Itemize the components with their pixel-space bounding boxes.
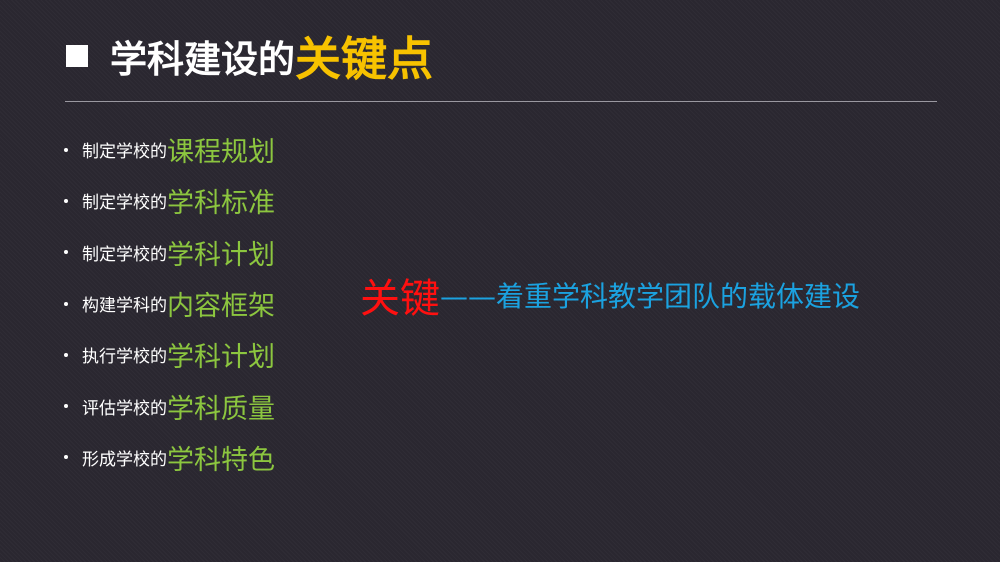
square-bullet-icon <box>66 45 88 67</box>
slide-title: 学科建设的 关键点 <box>66 26 433 86</box>
item-emphasis: 学科计划 <box>167 239 275 271</box>
bullet-icon <box>64 404 68 409</box>
item-prefix: 制定学校的 <box>82 142 167 163</box>
list-item: 制定学校的学科标准 <box>62 175 275 226</box>
title-divider <box>65 101 937 102</box>
item-emphasis: 学科质量 <box>167 393 275 425</box>
list-item: 执行学校的学科计划 <box>62 329 275 380</box>
item-emphasis: 内容框架 <box>167 291 275 323</box>
list-item: 构建学科的内容框架 <box>62 278 275 329</box>
item-emphasis: 课程规划 <box>167 137 275 169</box>
bullet-icon <box>64 198 68 203</box>
bullet-icon <box>64 301 68 306</box>
bullet-icon <box>64 250 68 255</box>
key-text: ——着重学科教学团队的载体建设 <box>440 280 861 313</box>
item-prefix: 形成学校的 <box>82 449 167 470</box>
item-prefix: 执行学校的 <box>82 347 167 368</box>
item-prefix: 制定学校的 <box>82 193 167 214</box>
key-statement: 关键 ——着重学科教学团队的载体建设 <box>360 270 861 322</box>
item-prefix: 评估学校的 <box>82 398 167 419</box>
item-prefix: 构建学科的 <box>82 296 167 317</box>
item-emphasis: 学科计划 <box>167 342 275 374</box>
bullet-list: 制定学校的课程规划 制定学校的学科标准 制定学校的学科计划 构建学科的内容框架 … <box>62 124 275 483</box>
key-label: 关键 <box>360 276 440 322</box>
title-prefix: 学科建设的 <box>110 38 295 81</box>
bullet-icon <box>64 147 68 152</box>
list-item: 形成学校的学科特色 <box>62 432 275 483</box>
item-prefix: 制定学校的 <box>82 244 167 265</box>
bullet-icon <box>64 455 68 460</box>
item-emphasis: 学科标准 <box>167 188 275 220</box>
list-item: 评估学校的学科质量 <box>62 380 275 431</box>
item-emphasis: 学科特色 <box>167 444 275 476</box>
title-highlight: 关键点 <box>295 32 433 86</box>
list-item: 制定学校的学科计划 <box>62 227 275 278</box>
list-item: 制定学校的课程规划 <box>62 124 275 175</box>
bullet-icon <box>64 352 68 357</box>
